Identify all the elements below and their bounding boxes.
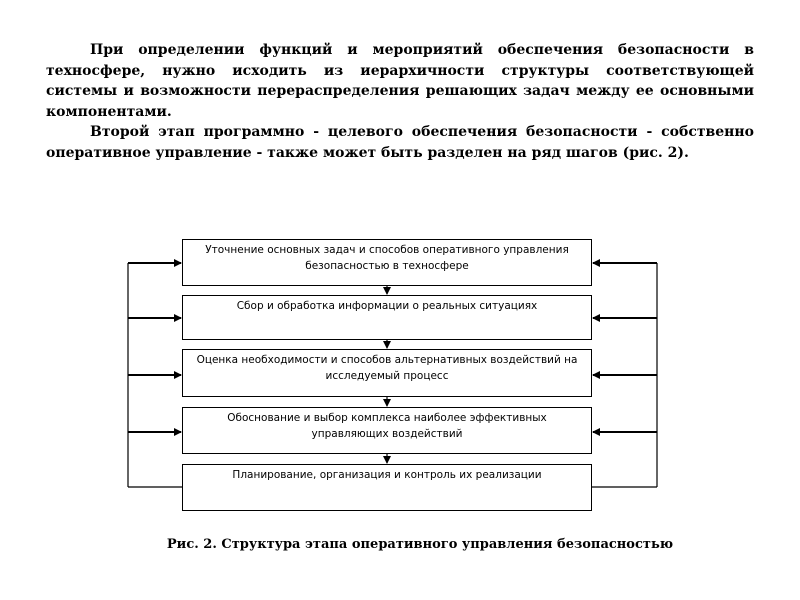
- step-box-4: Обоснование и выбор комплекса наиболее э…: [182, 407, 592, 454]
- step-text-3: Оценка необходимости и способов альтерна…: [196, 354, 578, 382]
- step-text-4: Обоснование и выбор комплекса наиболее э…: [227, 412, 547, 440]
- intro-paragraph-2: Второй этап программно - целевого обеспе…: [46, 124, 754, 161]
- figure-caption: Рис. 2. Структура этапа оперативного упр…: [166, 537, 674, 552]
- step-text-5: Планирование, организация и контроль их …: [232, 469, 542, 481]
- step-text-1: Уточнение основных задач и способов опер…: [205, 244, 569, 272]
- step-box-5: Планирование, организация и контроль их …: [182, 464, 592, 511]
- step-box-1: Уточнение основных задач и способов опер…: [182, 239, 592, 286]
- step-box-3: Оценка необходимости и способов альтерна…: [182, 349, 592, 397]
- step-box-2: Сбор и обработка информации о реальных с…: [182, 295, 592, 340]
- intro-paragraph-1: При определении функций и мероприятий об…: [46, 42, 754, 120]
- step-text-2: Сбор и обработка информации о реальных с…: [236, 300, 538, 312]
- intro-text: При определении функций и мероприятий об…: [46, 40, 754, 163]
